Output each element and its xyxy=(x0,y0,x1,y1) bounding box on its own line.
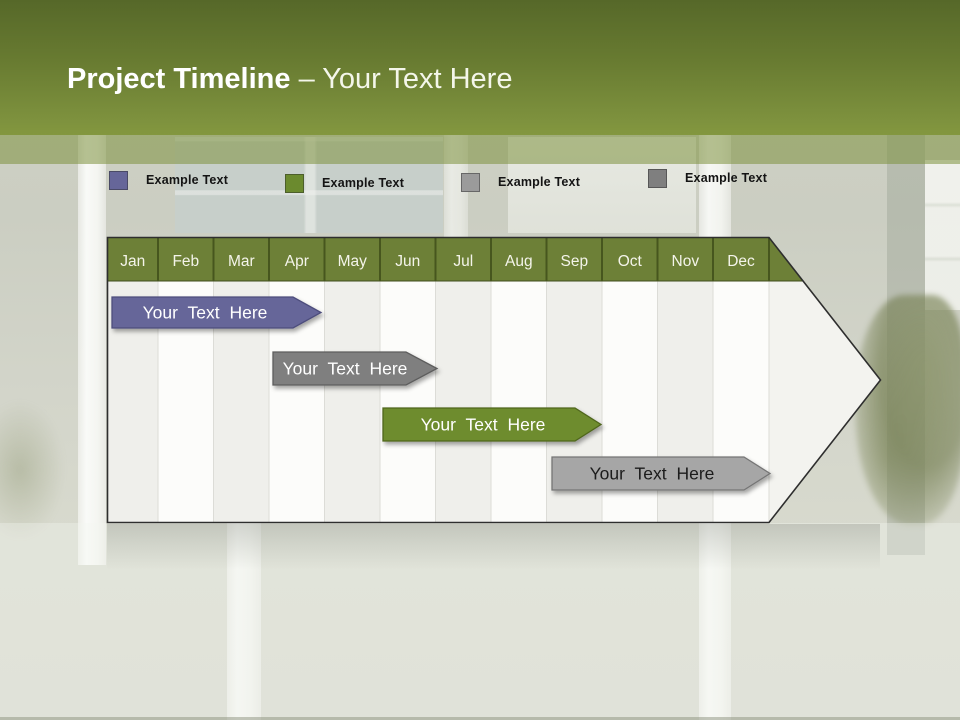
task-bar-3: Your Text Here xyxy=(382,407,603,442)
legend-label: Example Text xyxy=(498,175,581,189)
arrow-outline xyxy=(106,236,882,524)
title-regular-part: – Your Text Here xyxy=(298,63,513,95)
legend-swatch-green xyxy=(285,173,304,193)
month-label: May xyxy=(338,253,368,270)
title-bold-part: Project Timeline xyxy=(67,63,291,95)
task-bar-label: Your Text Here xyxy=(421,415,546,435)
month-label: Jul xyxy=(453,253,473,270)
page-title: Project Timeline – Your Text Here xyxy=(67,60,512,98)
legend-label: Example Text xyxy=(146,173,229,187)
month-label: Oct xyxy=(618,253,643,270)
legend-swatch-purple xyxy=(109,170,128,190)
task-bar-4: Your Text Here xyxy=(551,456,772,491)
task-bar-label: Your Text Here xyxy=(143,303,268,323)
right-window xyxy=(925,160,960,310)
task-bar-label: Your Text Here xyxy=(283,359,408,379)
month-label: Jun xyxy=(395,253,420,270)
legend-item: Example Text xyxy=(461,172,580,192)
month-label: Dec xyxy=(727,253,755,270)
column-stripe-may xyxy=(324,281,380,523)
month-label: Mar xyxy=(228,253,255,270)
month-label: Jan xyxy=(120,253,145,270)
month-label: Feb xyxy=(172,253,199,270)
column-stripe-jul xyxy=(435,281,491,523)
month-label: Nov xyxy=(672,253,700,270)
month-label: Aug xyxy=(505,253,533,270)
task-bar-shape-purple xyxy=(111,296,323,329)
task-bar-shape-lightgray xyxy=(551,456,772,491)
legend-swatch-lightgray xyxy=(461,172,480,192)
task-bar-2: Your Text Here xyxy=(272,351,439,386)
task-bar-shape-gray xyxy=(272,351,439,386)
task-bar-shape-green xyxy=(382,407,603,442)
month-header-band xyxy=(107,237,803,281)
white-pilaster-reflection xyxy=(227,516,261,720)
bush xyxy=(855,295,960,525)
legend-label: Example Text xyxy=(322,176,405,190)
timeline-reflection-shadow xyxy=(107,524,880,594)
floor-reflection xyxy=(0,523,960,720)
legend-item: Example Text xyxy=(109,170,228,190)
olive-accent-strip xyxy=(0,135,960,164)
legend-label: Example Text xyxy=(685,171,768,185)
legend-item: Example Text xyxy=(648,168,767,188)
month-label: Apr xyxy=(285,253,309,270)
month-header-dividers xyxy=(157,238,770,281)
legend-item: Example Text xyxy=(285,173,404,193)
task-bar-label: Your Text Here xyxy=(590,464,715,484)
header-band xyxy=(0,0,960,135)
white-pilaster xyxy=(78,135,106,565)
bottom-edge-line xyxy=(0,717,960,720)
task-bar-1: Your Text Here xyxy=(111,296,323,329)
legend-swatch-gray xyxy=(648,168,667,188)
month-label: Sep xyxy=(561,253,589,270)
